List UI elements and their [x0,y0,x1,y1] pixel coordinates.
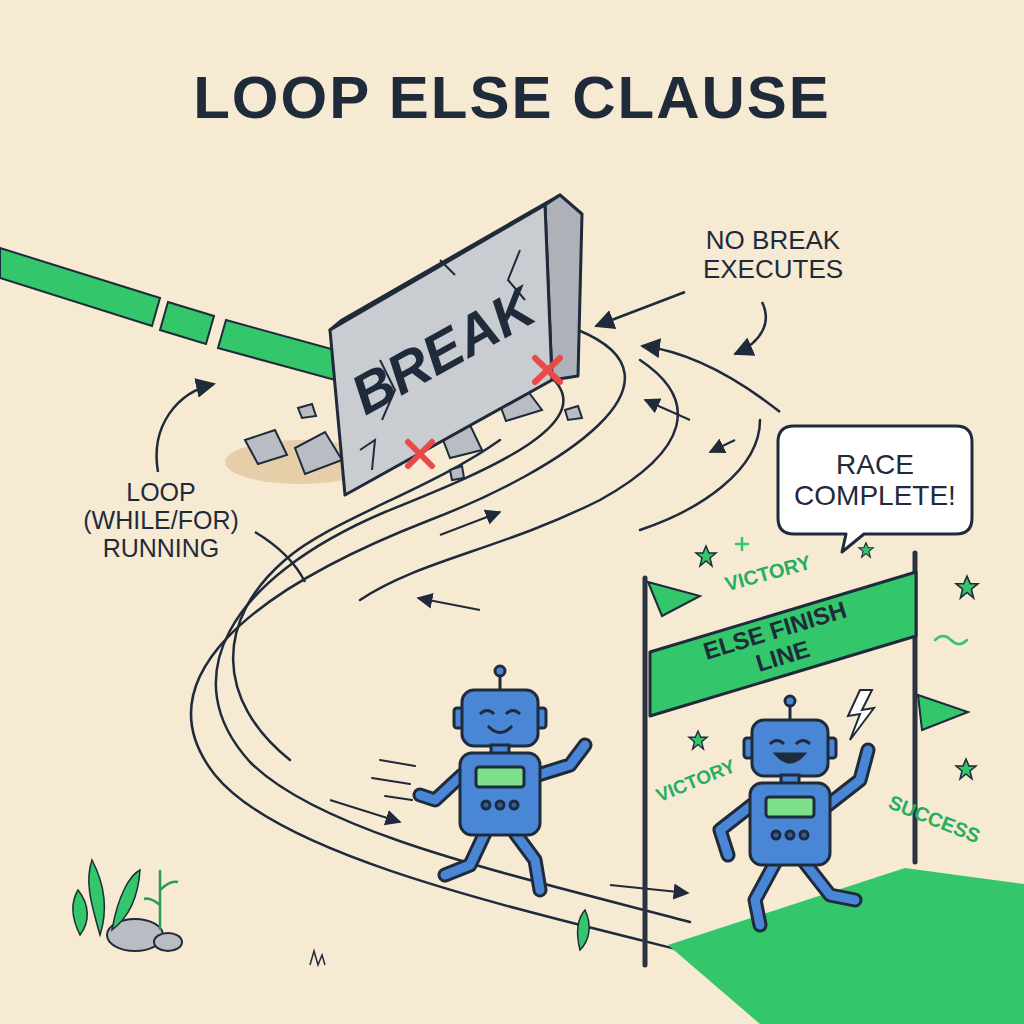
track-arrow-part [330,800,400,822]
rubble-part [295,432,342,474]
race-track-part [640,420,760,530]
speed-line-part [372,778,410,784]
diagram-title: LOOP ELSE CLAUSE [0,60,1024,136]
race-track-part [233,440,500,760]
plant-part [89,860,105,935]
lightning-bolt [848,690,874,740]
plant [73,860,589,965]
track-arrow-part [710,440,735,452]
bubble-text: RACE COMPLETE! [784,432,966,528]
robot-part-part [420,745,585,890]
bubble-shape-part [778,426,972,552]
rubble-part [565,406,582,420]
banner-text: ELSE FINISH LINE [696,584,863,704]
robot [720,696,868,925]
leader-line [255,532,305,582]
speech-bubble: RACE COMPLETE! [776,424,974,556]
robot-part-part [462,690,538,746]
robot-part-part [800,831,808,839]
annotation: LOOP (WHILE/FOR) RUNNING [66,478,256,562]
leader-arrow-part [735,302,766,354]
cheer-word: VICTORY [723,551,814,595]
robot-part-part [776,754,804,762]
robot-part-part [752,720,828,776]
robot-part-part [496,801,504,809]
robot-part-part [495,666,505,676]
break-wall: BREAK [320,190,590,500]
loop-strip-part [218,320,335,380]
star [859,543,874,558]
robot-part [720,750,868,925]
banner-shape-part [650,572,916,716]
loop-strip-part [160,302,214,344]
flag-part [918,695,968,730]
robot-part-part [482,801,490,809]
rubble-part [450,466,464,480]
leader-arrow-part [642,346,780,412]
finish-banner: ELSE FINISH LINE [648,560,920,725]
robot-part-part [772,831,780,839]
sparkle-part [736,538,748,550]
loop-strip [0,248,335,380]
robot-part-part [750,783,830,865]
speed-line-part [385,796,412,800]
speed-line [372,760,415,800]
robot-part-part [786,831,794,839]
rubble-part [298,404,316,418]
robot-part-part [476,767,524,787]
robot [420,666,585,890]
track-arrow-part [418,598,480,610]
robot-part-part [766,797,814,817]
race-track-part [216,372,690,922]
robot-part-part [720,750,868,925]
track-arrow-part [610,885,688,893]
loop-strip-part [0,248,160,326]
robot-part [420,745,585,890]
robot-part-part [720,750,868,925]
finish-pole-part [643,578,648,965]
track-arrow-part [645,400,690,420]
cheer-word: SUCCESS [885,791,983,848]
star [689,731,707,749]
plant-part [310,951,325,965]
robot-part [744,696,836,865]
leader-arrow-part [596,292,685,326]
robot-part-part [770,741,810,745]
plant-part [578,910,590,950]
cheer-word: VICTORY [653,755,738,806]
rubble-part [245,430,287,464]
flag-part [648,582,700,616]
plant-part [154,933,182,951]
sparkle-part [935,636,967,644]
track-arrow-part [440,512,500,535]
annotation: NO BREAK EXECUTES [678,226,868,284]
plant-part [112,870,140,930]
leader-arrow-part [157,384,214,472]
star [696,546,716,566]
robot-part-part [420,745,585,890]
robot-part-part [785,696,795,706]
robot-part-part [480,711,520,733]
speed-line-part [380,760,415,766]
robot-part-part [460,753,540,835]
robot-part [454,666,546,835]
star [956,576,978,598]
robot-part-part [510,801,518,809]
star [956,759,976,779]
plant-part [73,890,87,935]
plant-part [144,870,178,930]
